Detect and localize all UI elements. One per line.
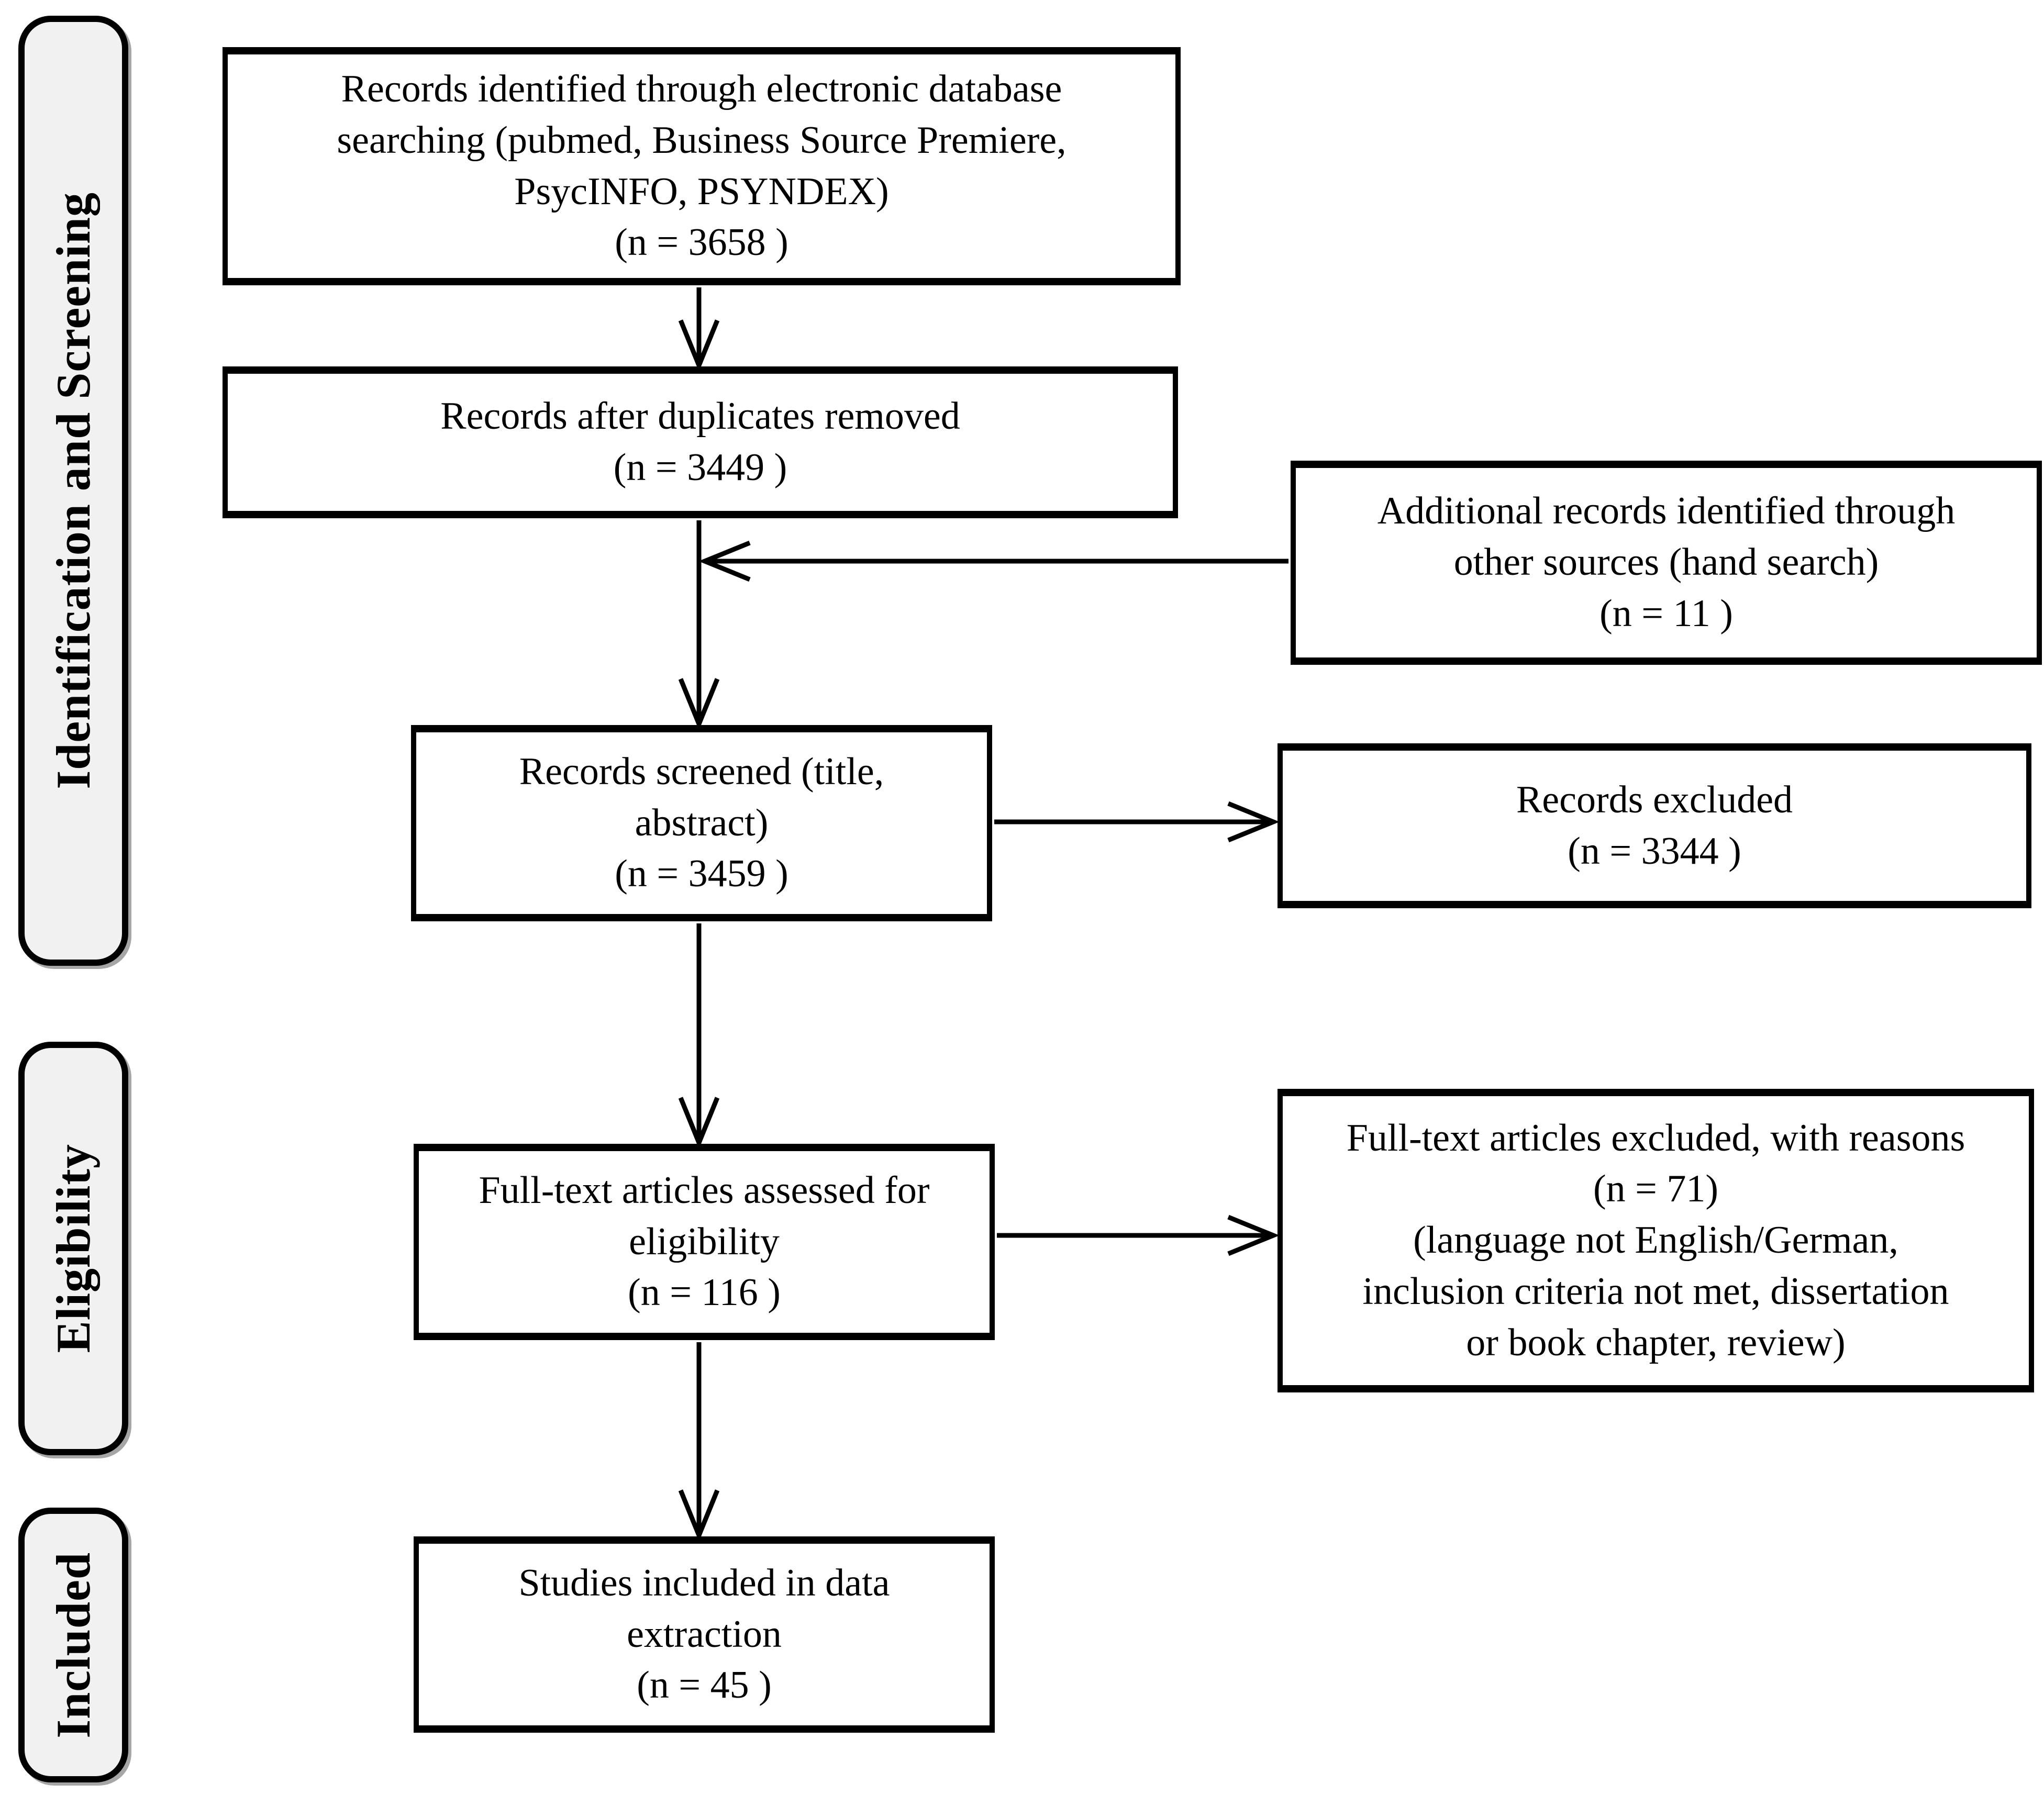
box-records-identified-line1: Records identified through electronic da…: [341, 68, 1062, 111]
arrow-duplicates-to-screened-head: [678, 678, 720, 730]
stage-included-label: Included: [47, 1552, 100, 1738]
box-fulltext-assessed-count: (n = 116 ): [628, 1271, 781, 1314]
box-studies-included-line2: extraction: [627, 1612, 782, 1656]
arrow-screened-to-fulltext-head: [678, 1097, 720, 1149]
stage-identification-and-screening-label: Identification and Screening: [47, 192, 100, 789]
box-records-identified-line3: PsycINFO, PSYNDEX): [514, 170, 889, 213]
box-fulltext-assessed-line2: eligibility: [629, 1220, 780, 1263]
box-studies-included: Studies included in data extraction (n =…: [414, 1536, 995, 1733]
box-fulltext-assessed-line1: Full-text articles assessed for: [479, 1168, 930, 1212]
box-records-excluded: Records excluded (n = 3344 ): [1278, 743, 2031, 908]
box-studies-included-count: (n = 45 ): [637, 1664, 772, 1707]
arrow-identified-to-duplicates-head: [678, 319, 720, 372]
box-records-after-duplicates-count: (n = 3449 ): [613, 446, 787, 489]
stage-identification-and-screening: Identification and Screening: [18, 16, 128, 966]
stage-eligibility: Eligibility: [18, 1042, 128, 1455]
box-fulltext-excluded-reason2: inclusion criteria not met, dissertation: [1362, 1269, 1949, 1313]
box-fulltext-assessed: Full-text articles assessed for eligibil…: [414, 1144, 995, 1340]
stage-included: Included: [18, 1508, 128, 1782]
box-records-excluded-line1: Records excluded: [1516, 778, 1793, 821]
box-records-screened: Records screened (title, abstract) (n = …: [411, 725, 992, 921]
box-records-screened-line1: Records screened (title,: [519, 750, 884, 793]
box-studies-included-line1: Studies included in data: [518, 1561, 890, 1604]
box-records-excluded-count: (n = 3344 ): [1568, 829, 1741, 873]
box-records-identified-line2: searching (pubmed, Business Source Premi…: [337, 118, 1067, 162]
box-records-after-duplicates-line1: Records after duplicates removed: [440, 395, 960, 438]
box-records-identified: Records identified through electronic da…: [223, 47, 1181, 285]
box-additional-records: Additional records identified through ot…: [1291, 461, 2042, 665]
box-records-identified-count: (n = 3658 ): [615, 221, 788, 264]
box-fulltext-excluded-reason3: or book chapter, review): [1466, 1321, 1846, 1364]
box-fulltext-excluded-count: (n = 71): [1593, 1167, 1719, 1211]
box-fulltext-excluded-line1: Full-text articles excluded, with reason…: [1346, 1116, 1965, 1159]
box-records-screened-line2: abstract): [635, 801, 769, 844]
box-fulltext-excluded-reason1: (language not English/German,: [1413, 1219, 1898, 1262]
arrow-fulltext-to-excluded-head: [1227, 1214, 1280, 1256]
box-additional-records-count: (n = 11 ): [1599, 592, 1733, 635]
arrow-screened-to-excluded-head: [1227, 801, 1280, 843]
stage-eligibility-label: Eligibility: [47, 1144, 100, 1353]
box-additional-records-line1: Additional records identified through: [1377, 489, 1956, 533]
box-records-after-duplicates: Records after duplicates removed (n = 34…: [223, 366, 1178, 518]
box-records-screened-count: (n = 3459 ): [615, 852, 788, 896]
box-additional-records-line2: other sources (hand search): [1453, 541, 1879, 584]
arrow-additional-to-flow-head: [698, 540, 751, 582]
box-fulltext-excluded: Full-text articles excluded, with reason…: [1278, 1089, 2034, 1392]
arrow-fulltext-to-included-head: [678, 1489, 720, 1542]
